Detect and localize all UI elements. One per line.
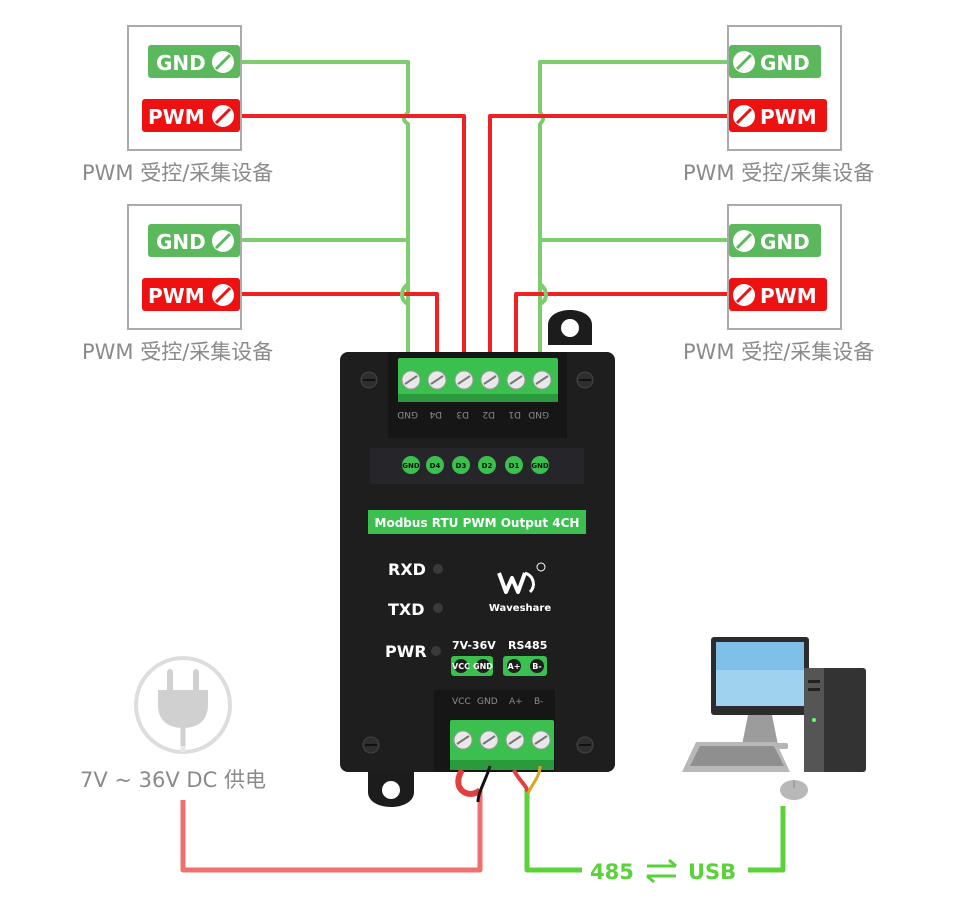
svg-text:D2: D2	[482, 462, 493, 470]
screw-icon	[212, 284, 234, 306]
svg-text:B-: B-	[532, 662, 541, 671]
link-label-485: 485	[590, 860, 634, 884]
screw-icon	[733, 284, 755, 306]
power-wire	[180, 790, 483, 873]
svg-text:D4: D4	[429, 409, 442, 419]
pwm-device-bottom-right: GND PWM PWM 受控/采集设备	[683, 204, 874, 364]
device-caption: PWM 受控/采集设备	[82, 340, 273, 364]
power-range-label: 7V-36V	[452, 639, 496, 652]
pwm-label: PWM	[148, 284, 205, 308]
bidirectional-arrow-icon	[646, 858, 677, 884]
usb-wire	[748, 806, 786, 873]
gnd-label: GND	[156, 230, 206, 254]
pwm-device-top-left: GND PWM PWM 受控/采集设备	[82, 25, 273, 185]
gnd-label: GND	[760, 230, 810, 254]
led-pwr	[431, 646, 441, 656]
bottom-terminal-block	[450, 720, 554, 766]
rs485-usb-wire	[524, 790, 582, 873]
rs485-label: RS485	[508, 639, 547, 652]
screw-icon	[212, 230, 234, 252]
wire-pwm-left-top	[242, 114, 466, 370]
wire-pwm-right-top	[488, 114, 728, 370]
pwm-label: PWM	[760, 284, 817, 308]
led-rxd	[433, 564, 443, 574]
svg-text:GND: GND	[402, 462, 420, 470]
power-caption: 7V ~ 36V DC 供电	[80, 768, 266, 792]
svg-text:D1: D1	[509, 462, 520, 470]
module-title: Modbus RTU PWM Output 4CH	[375, 516, 580, 530]
svg-text:Waveshare: Waveshare	[489, 603, 551, 614]
led-label-txd: TXD	[388, 600, 425, 619]
svg-text:D4: D4	[430, 462, 441, 470]
screw-icon	[576, 736, 594, 754]
screw-icon	[733, 230, 755, 252]
svg-text:D2: D2	[482, 409, 495, 419]
wire-pwm-left-bottom	[242, 292, 439, 370]
svg-text:VCC: VCC	[452, 697, 471, 707]
module-title-bar	[368, 510, 586, 534]
screw-icon	[212, 51, 234, 73]
svg-text:A+: A+	[508, 662, 521, 671]
pwm-label: PWM	[760, 105, 817, 129]
pwm-device-top-right: GND PWM PWM 受控/采集设备	[683, 25, 874, 185]
gnd-label: GND	[156, 51, 206, 75]
svg-text:D3: D3	[456, 462, 467, 470]
screw-icon	[360, 371, 378, 389]
svg-text:A+: A+	[509, 697, 523, 707]
computer-icon	[682, 637, 866, 800]
pwm-device-bottom-left: GND PWM PWM 受控/采集设备	[82, 204, 273, 364]
svg-text:D1: D1	[508, 409, 521, 419]
svg-text:VCC: VCC	[452, 662, 470, 671]
screw-icon	[733, 51, 755, 73]
waveshare-logo: Waveshare	[489, 562, 551, 614]
pwm-module: GND D4 D3 D2 D1 GND GND D4 D3 D2 D1 GND …	[340, 310, 615, 807]
top-silk-labels: GND D4 D3 D2 D1 GND	[397, 409, 549, 419]
screw-icon	[362, 736, 380, 754]
svg-text:GND: GND	[397, 409, 418, 419]
screw-icon	[733, 105, 755, 127]
svg-text:B-: B-	[534, 697, 543, 707]
device-caption: PWM 受控/采集设备	[683, 340, 874, 364]
svg-text:GND: GND	[473, 662, 493, 671]
device-caption: PWM 受控/采集设备	[82, 161, 273, 185]
led-label-pwr: PWR	[385, 642, 427, 661]
screw-icon	[212, 105, 234, 127]
wire-pwm-right-bottom	[514, 292, 728, 370]
wire-gnd-left-top	[242, 60, 410, 370]
power-plug-icon	[134, 656, 232, 754]
link-label-usb: USB	[688, 860, 736, 884]
screw-icon	[576, 371, 594, 389]
top-terminal-screws	[401, 370, 552, 390]
gnd-label: GND	[760, 51, 810, 75]
device-wires	[242, 60, 728, 370]
channel-badges: GND D4 D3 D2 D1 GND	[402, 456, 549, 474]
svg-text:GND: GND	[531, 462, 549, 470]
led-txd	[433, 603, 443, 613]
pwm-label: PWM	[148, 105, 205, 129]
svg-text:GND: GND	[528, 409, 549, 419]
svg-text:GND: GND	[477, 697, 498, 707]
device-caption: PWM 受控/采集设备	[683, 161, 874, 185]
led-label-rxd: RXD	[388, 560, 426, 579]
svg-text:D3: D3	[456, 409, 469, 419]
